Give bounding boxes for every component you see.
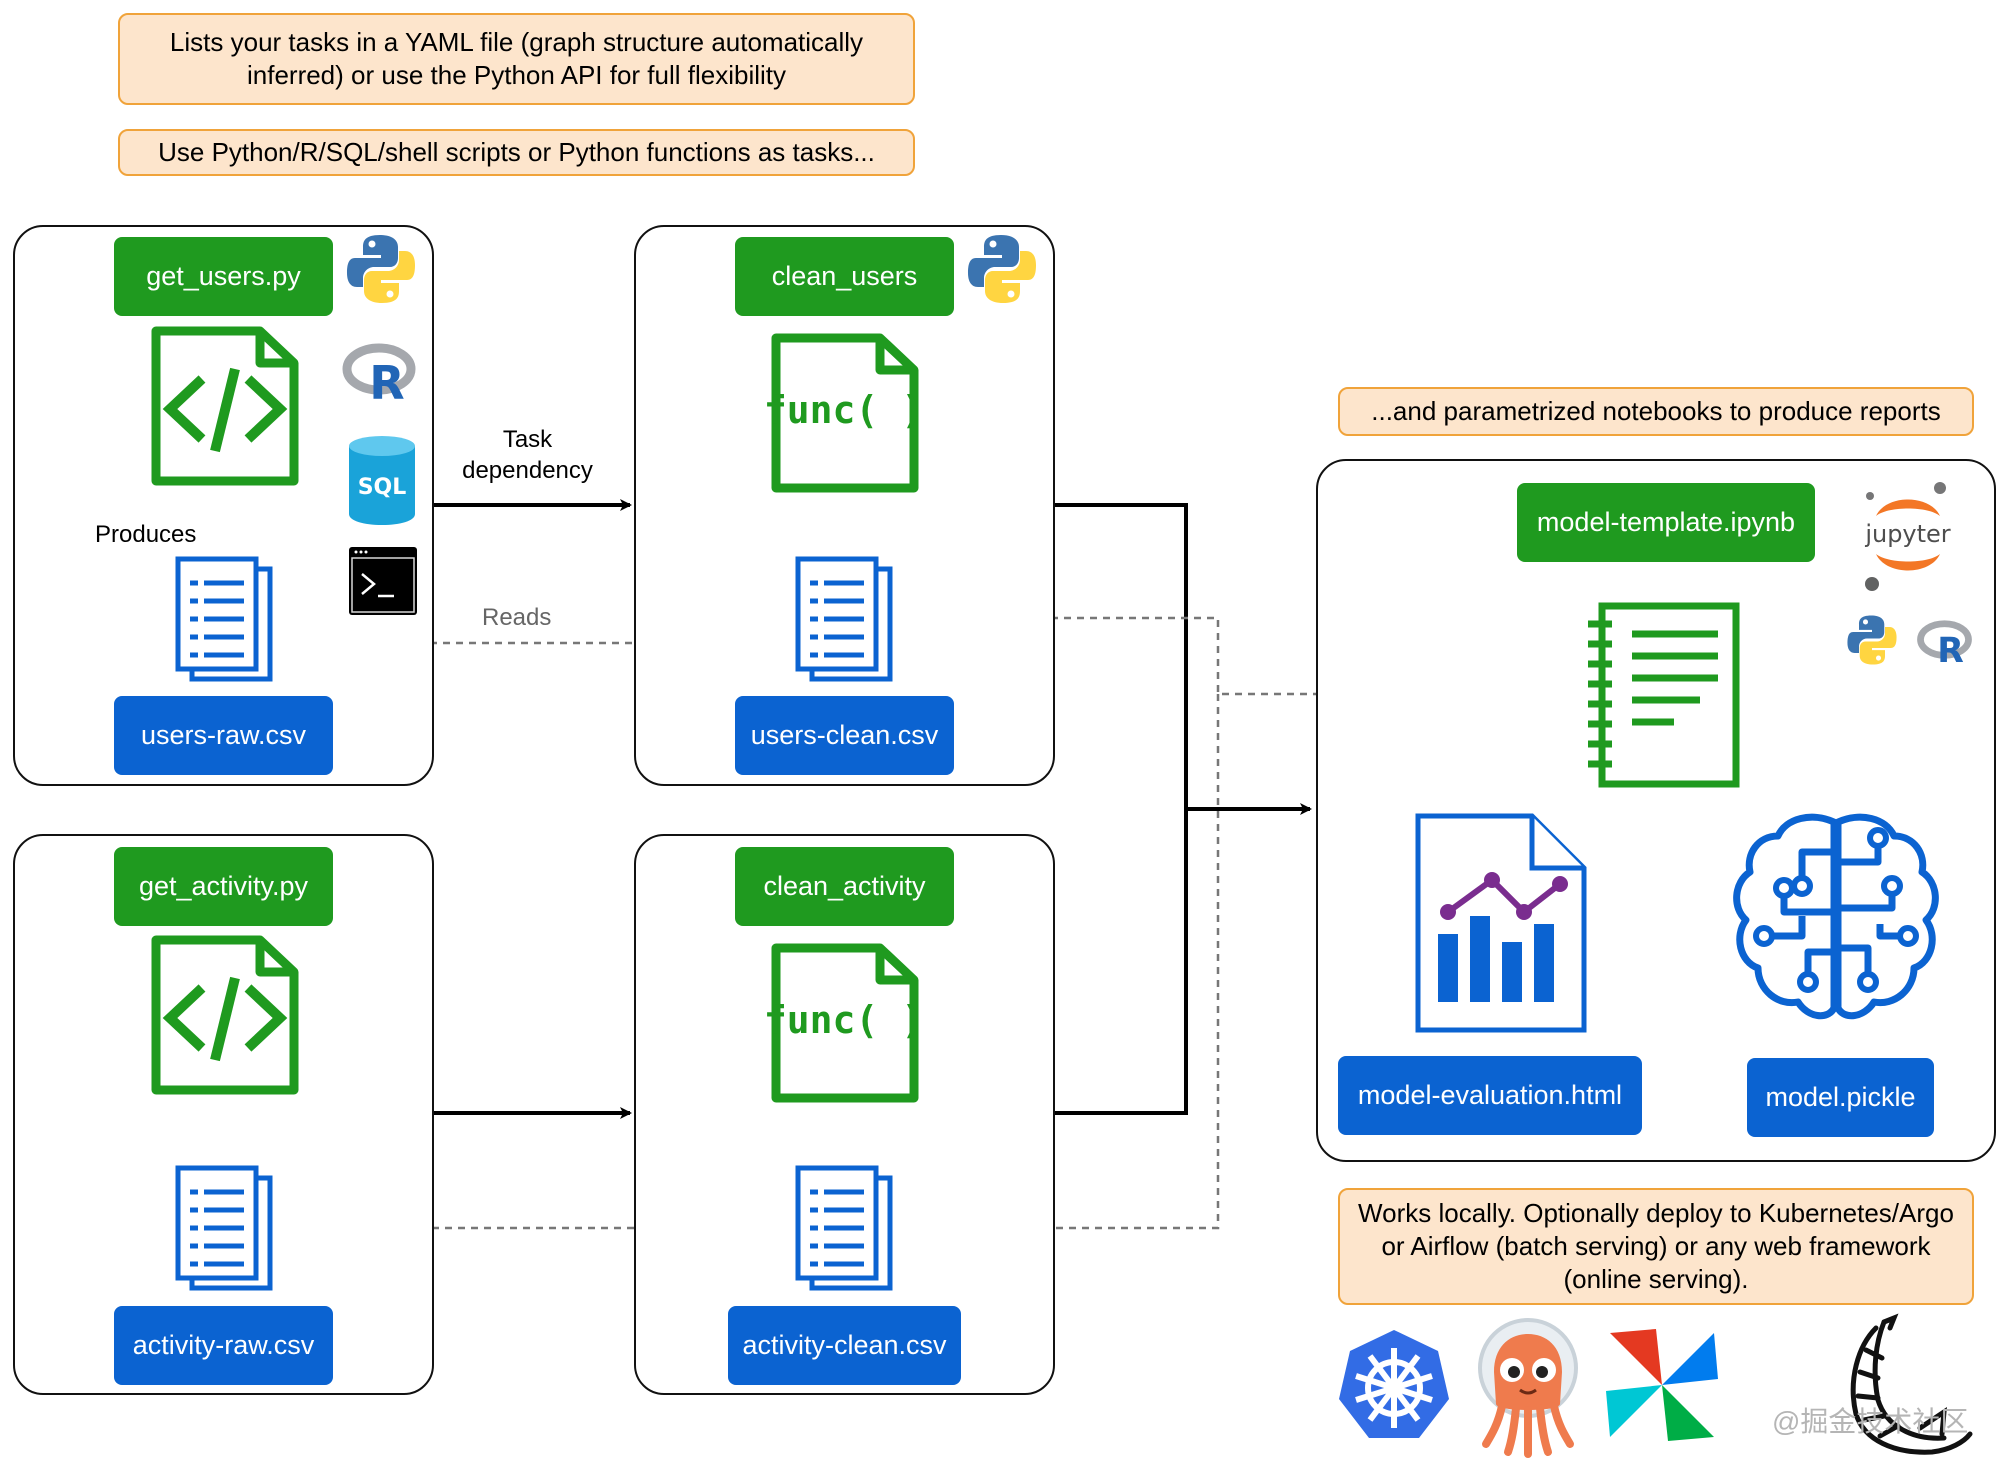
document-icon (795, 556, 893, 682)
python-icon (968, 235, 1036, 303)
product-users-clean[interactable]: users-clean.csv (735, 696, 954, 775)
code-file-icon (151, 935, 299, 1095)
sql-text: SQL (358, 475, 407, 500)
reads-activity-clean (883, 694, 1220, 1235)
task-get-activity[interactable]: get_activity.py (114, 847, 333, 926)
func-text: func( ) (764, 998, 924, 1042)
label-task-dependency: Task dependency (462, 426, 593, 484)
product-activity-raw[interactable]: activity-raw.csv (114, 1306, 333, 1385)
r-language-icon: R (1917, 620, 1972, 671)
edge-clean-activity-to-notebook (1055, 809, 1188, 1115)
document-icon (175, 556, 273, 682)
task-get-users[interactable]: get_users.py (114, 237, 333, 316)
document-icon (795, 1165, 893, 1291)
code-file-icon (151, 326, 299, 486)
note-deploy: Works locally. Optionally deploy to Kube… (1338, 1188, 1974, 1305)
r-letter: R (1937, 631, 1964, 671)
function-file-icon: func( ) (764, 943, 924, 1103)
python-icon (1847, 615, 1897, 665)
panel-clean-users (634, 225, 1055, 786)
flask-icon (1850, 1313, 1973, 1455)
model-brain-icon (1733, 813, 1939, 1020)
function-file-icon: func( ) (764, 333, 924, 493)
notebook-icon (1588, 602, 1740, 788)
task-model-template[interactable]: model-template.ipynb (1517, 483, 1815, 562)
jupyter-icon: jupyter (1864, 482, 1951, 591)
note-yaml: Lists your tasks in a YAML file (graph s… (118, 13, 915, 105)
jupyter-text: jupyter (1864, 520, 1950, 548)
argo-icon (1478, 1318, 1578, 1458)
label-produces: Produces (95, 521, 197, 548)
sql-database-icon: SQL (349, 436, 415, 525)
note-scripts: Use Python/R/SQL/shell scripts or Python… (118, 129, 915, 176)
document-icon (175, 1165, 273, 1291)
r-language-icon: R (342, 343, 416, 410)
product-users-raw[interactable]: users-raw.csv (114, 696, 333, 775)
func-text: func( ) (764, 388, 924, 432)
r-letter: R (369, 356, 404, 410)
panel-clean-activity (634, 834, 1055, 1395)
airflow-icon (1606, 1329, 1718, 1441)
kubernetes-icon (1339, 1330, 1449, 1438)
edge-clean-users-to-notebook (1055, 503, 1188, 809)
note-notebooks: ...and parametrized notebooks to produce… (1338, 387, 1974, 436)
task-clean-activity[interactable]: clean_activity (735, 847, 954, 926)
watermark: @掘金技术社区 (1772, 1406, 1969, 1437)
panel-notebook (1316, 459, 1996, 1162)
product-model-pickle[interactable]: model.pickle (1747, 1058, 1934, 1137)
label-reads: Reads (482, 604, 552, 631)
product-model-evaluation[interactable]: model-evaluation.html (1338, 1056, 1642, 1135)
report-chart-icon (1415, 813, 1587, 1033)
python-icon (347, 235, 415, 303)
task-clean-users[interactable]: clean_users (735, 237, 954, 316)
panel-get-activity (13, 834, 434, 1395)
product-activity-clean[interactable]: activity-clean.csv (728, 1306, 961, 1385)
terminal-icon (349, 547, 417, 615)
